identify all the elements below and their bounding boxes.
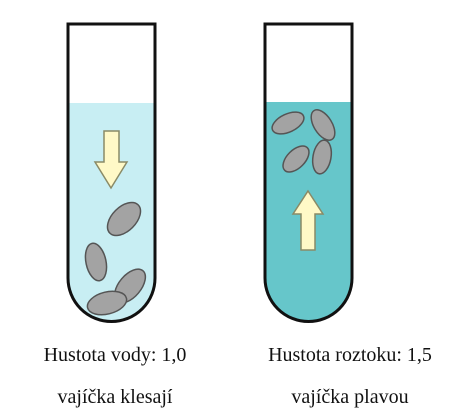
right-result-caption: vajíčka plavou (235, 387, 465, 407)
right-density-caption: Hustota roztoku: 1,5 (235, 345, 465, 365)
right-test-tube (265, 24, 352, 322)
left-density-caption: Hustota vody: 1,0 (0, 345, 230, 365)
left-test-tube (68, 24, 155, 322)
left-result-caption: vajíčka klesají (0, 387, 230, 407)
